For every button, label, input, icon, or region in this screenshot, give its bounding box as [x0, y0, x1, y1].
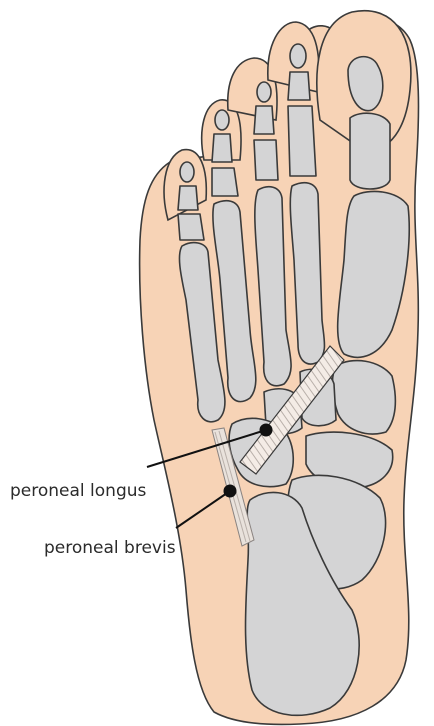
peroneal-brevis-pointer-dot: [225, 486, 236, 497]
peroneal-longus-pointer-dot: [261, 425, 272, 436]
peroneal-longus-label: peroneal longus: [10, 481, 147, 501]
peroneal-brevis-label: peroneal brevis: [44, 538, 176, 558]
